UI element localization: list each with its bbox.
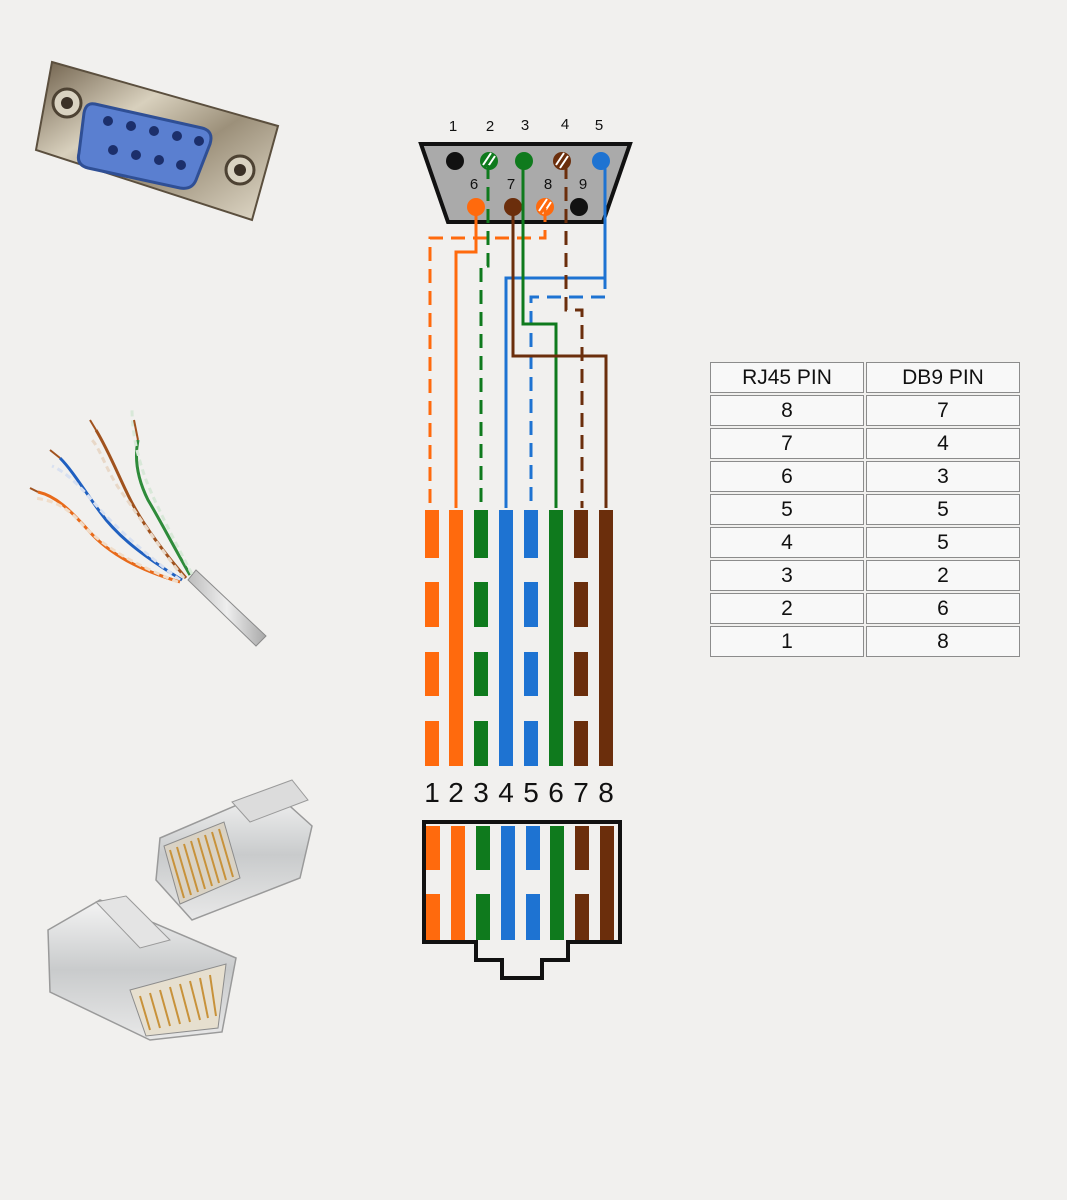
rj45-jack	[422, 820, 622, 980]
rj45-wire-8	[599, 510, 613, 766]
db9-pin-cell: 6	[866, 593, 1020, 624]
db9-pin-cell: 3	[866, 461, 1020, 492]
wire-rj45-2-to-db9-6	[454, 210, 478, 508]
rj45-pin-label: 7	[573, 777, 589, 808]
db9-pin-cell: 8	[866, 626, 1020, 657]
db9-pin-cell: 4	[866, 428, 1020, 459]
db9-pin-6: 6	[467, 176, 485, 216]
rj45-pin-cell: 4	[710, 527, 864, 558]
wire-routing	[428, 165, 608, 508]
rj45-wire-5	[524, 510, 538, 766]
db9-pin-label: 1	[449, 118, 457, 135]
wire-rj45-6-to-db9-3	[521, 165, 558, 508]
wire-rj45-7-to-db9-4	[564, 165, 584, 508]
rj45-pin-cell: 1	[710, 626, 864, 657]
twisted-pair-cable-photo	[29, 407, 267, 647]
rj45-pin-cell: 6	[710, 461, 864, 492]
db9-pin-label: 6	[470, 176, 478, 193]
rj45-pin-label: 2	[448, 777, 464, 808]
rj45-wire-3	[474, 510, 488, 766]
rj45-pin-label: 3	[473, 777, 489, 808]
db9-pin-7: 7	[504, 176, 522, 216]
header-rj45-pin: RJ45 PIN	[710, 362, 864, 393]
db9-pin-label: 2	[486, 118, 494, 135]
db9-pin-cell: 5	[866, 527, 1020, 558]
rj45-jack-outline	[422, 820, 622, 980]
jack-wire-8	[600, 826, 614, 940]
jack-wire-1	[426, 826, 440, 940]
rj45-wire-6	[549, 510, 563, 766]
db9-pin-label: 9	[579, 176, 587, 193]
wire-rj45-5-to-db9-5	[529, 165, 607, 508]
table-header-row: RJ45 PIN DB9 PIN	[710, 362, 1020, 393]
rj45-wire-7	[574, 510, 588, 766]
rj45-plugs-photo	[47, 779, 313, 1041]
db9-pinout: 1 2 3 4 5 6 7 8 9	[418, 116, 633, 224]
rj45-pin-cell: 3	[710, 560, 864, 591]
rj45-pin-label: 8	[598, 777, 614, 808]
rj45-pin-label: 5	[523, 777, 539, 808]
db9-pin-9: 9	[570, 176, 588, 216]
wire-rj45-3-to-db9-2	[479, 165, 490, 508]
jack-wire-3	[476, 826, 490, 940]
db9-pin-3: 3	[515, 117, 533, 170]
wire-rj45-8-to-db9-7	[511, 210, 608, 508]
rj45-pin-label: 4	[498, 777, 514, 808]
db9-pin-label: 7	[507, 176, 515, 193]
db9-pin-8: 8	[536, 176, 554, 216]
rj45-pin-label: 6	[548, 777, 564, 808]
db9-connector-photo	[34, 60, 280, 222]
db9-pin-label: 8	[544, 176, 552, 193]
rj45-wire-4	[499, 510, 513, 766]
db9-pin-1: 1	[446, 118, 464, 170]
header-db9-pin: DB9 PIN	[866, 362, 1020, 393]
db9-pin-cell: 7	[866, 395, 1020, 426]
jack-wire-4	[501, 826, 515, 940]
jack-wire-5	[526, 826, 540, 940]
rj45-wire-stripes	[425, 510, 613, 766]
db9-pin-cell: 2	[866, 560, 1020, 591]
db9-pin-label: 3	[521, 117, 529, 134]
rj45-wire-1	[425, 510, 439, 766]
db9-pin-label: 5	[595, 117, 603, 134]
db9-pin-cell: 5	[866, 494, 1020, 525]
rj45-pin-cell: 7	[710, 428, 864, 459]
jack-wire-2	[451, 826, 465, 940]
db9-pin-label: 4	[561, 116, 569, 133]
rj45-pin-cell: 8	[710, 395, 864, 426]
rj45-pin-label: 1	[424, 777, 440, 808]
rj45-pin-cell: 2	[710, 593, 864, 624]
jack-wire-6	[550, 826, 564, 940]
rj45-wire-2	[449, 510, 463, 766]
rj45-pin-cell: 5	[710, 494, 864, 525]
jack-wire-7	[575, 826, 589, 940]
